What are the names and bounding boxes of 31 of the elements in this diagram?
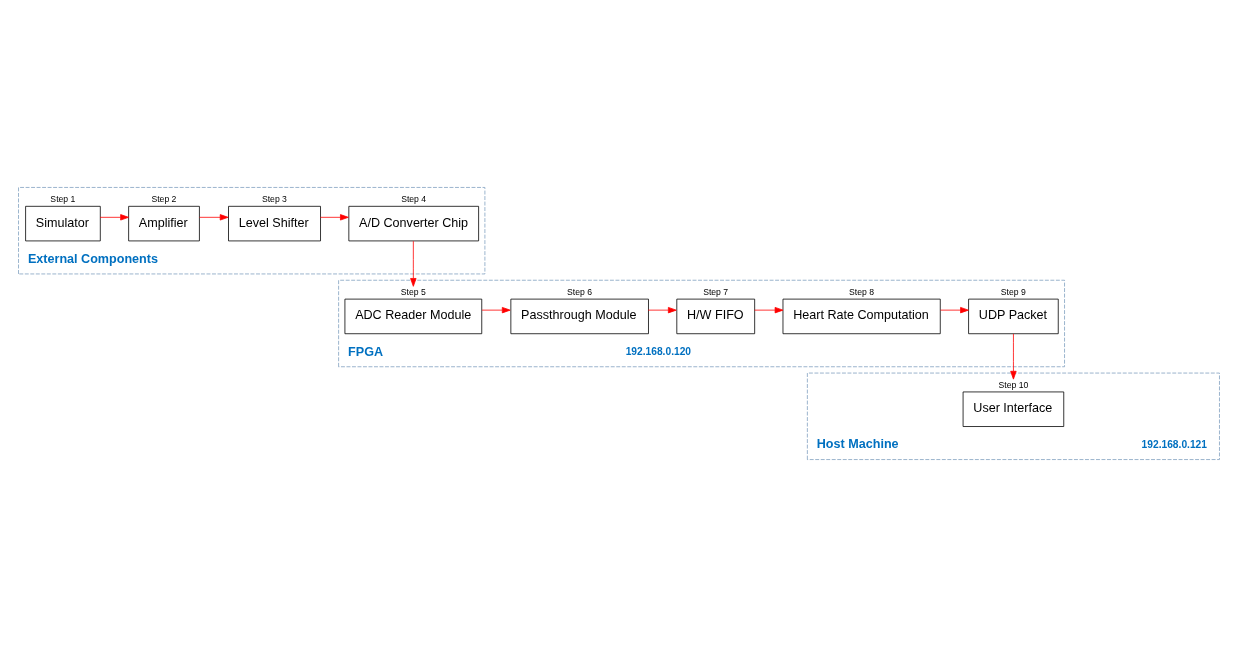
arrow xyxy=(319,213,349,220)
node-label: 192.168.0.120 xyxy=(625,345,692,357)
node-label: Step 8 xyxy=(849,286,875,297)
arrow xyxy=(940,306,969,313)
node-box: User Interface xyxy=(962,391,1065,427)
node-box: A/D Converter Chip xyxy=(348,205,479,241)
arrow xyxy=(199,213,229,220)
node-label: Step 7 xyxy=(703,286,729,297)
node-box: Simulator xyxy=(25,205,101,241)
arrow xyxy=(754,306,784,313)
node-label: Step 2 xyxy=(151,193,177,204)
arrow xyxy=(647,306,677,313)
node-label: Step 4 xyxy=(401,193,427,204)
arrow xyxy=(99,213,129,220)
node-label: Step 10 xyxy=(998,379,1029,390)
node-label: 192.168.0.121 xyxy=(1141,438,1207,450)
node-box: UDP Packet xyxy=(968,298,1059,334)
node-box: Heart Rate Computation xyxy=(782,298,941,334)
node-label: Step 5 xyxy=(400,286,426,297)
node-box: Passthrough Module xyxy=(510,298,649,334)
arrow xyxy=(410,240,417,287)
node-box: H/W FIFO xyxy=(676,298,756,334)
node-label: Step 3 xyxy=(261,193,287,204)
node-label: Step 9 xyxy=(1000,286,1026,297)
node-box: Amplifier xyxy=(128,205,200,241)
node-label: Step 6 xyxy=(567,286,593,297)
node-box: ADC Reader Module xyxy=(344,298,483,334)
arrow xyxy=(481,306,511,313)
node-label: Step 1 xyxy=(50,193,76,204)
node-box: Level Shifter xyxy=(228,205,321,241)
arrow xyxy=(1010,333,1017,380)
